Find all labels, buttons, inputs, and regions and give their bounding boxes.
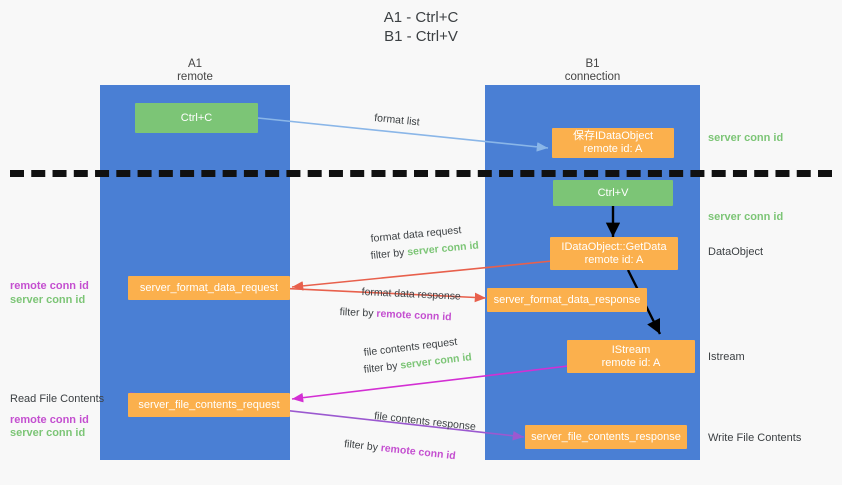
right-label-write-file-contents: Write File Contents [708, 432, 802, 444]
node-istream-line1: IStream [611, 343, 651, 356]
node-idataobject-saved-line2: remote id: A [583, 143, 643, 155]
node-getdata-line1: IDataObject::GetData [561, 240, 667, 253]
filter-key-remote-conn-id: remote conn id [380, 442, 457, 463]
node-istream[interactable]: IStream remote id: A [567, 340, 695, 373]
node-idataobject-saved[interactable]: 保存IDataObject remote id: A [552, 128, 674, 158]
node-server-format-data-request[interactable]: server_format_data_request [128, 276, 290, 300]
node-server-file-contents-request[interactable]: server_file_contents_request [128, 393, 290, 417]
node-getdata[interactable]: IDataObject::GetData remote id: A [550, 237, 678, 270]
right-label-istream: Istream [708, 351, 745, 363]
right-label-server-conn-id-1: server conn id [708, 132, 784, 144]
left-label-remote-conn-id-2: remote conn id [10, 414, 89, 426]
node-ctrl-v-label: Ctrl+V [597, 186, 629, 199]
edge-label-file-contents-response-line1: file contents response [373, 409, 477, 434]
left-label-server-conn-id-2: server conn id [10, 427, 86, 439]
edge-label-format-list: format list [373, 111, 421, 129]
right-label-server-conn-id-2: server conn id [708, 211, 784, 223]
edge-label-format-data-response-filter: filter by remote conn id [339, 305, 452, 324]
node-ctrl-v[interactable]: Ctrl+V [553, 180, 673, 206]
node-server-file-contents-response[interactable]: server_file_contents_response [525, 425, 687, 449]
page-title: A1 - Ctrl+C B1 - Ctrl+V [383, 9, 459, 45]
left-label-server-conn-id-1: server conn id [10, 294, 86, 306]
node-ctrl-c[interactable]: Ctrl+C [135, 103, 258, 133]
filter-key-server-conn-id: server conn id [406, 239, 480, 259]
node-server-file-contents-response-label: server_file_contents_response [531, 430, 681, 443]
lane-header-a1: A1 remote [177, 58, 213, 83]
node-getdata-line2: remote id: A [584, 253, 644, 266]
edge-label-file-contents-response-filter: filter by remote conn id [343, 437, 457, 463]
node-server-file-contents-request-label: server_file_contents_request [138, 398, 280, 411]
filter-prefix: filter by [363, 359, 402, 376]
left-label-read-file-contents: Read File Contents [10, 393, 105, 405]
node-server-format-data-response[interactable]: server_format_data_response [487, 288, 647, 312]
node-idataobject-saved-line1: 保存IDataObject [572, 130, 654, 142]
filter-key-remote-conn-id: remote conn id [376, 307, 452, 324]
filter-prefix: filter by [343, 437, 382, 454]
filter-prefix: filter by [370, 246, 408, 262]
node-ctrl-c-label: Ctrl+C [180, 111, 213, 124]
node-istream-line2: remote id: A [601, 356, 661, 369]
node-server-format-data-response-label: server_format_data_response [493, 293, 641, 306]
edge-label-format-data-response-line1: format data response [361, 285, 462, 303]
lane-header-b1: B1 connection [564, 58, 621, 83]
filter-prefix: filter by [339, 305, 377, 320]
node-server-format-data-request-label: server_format_data_request [139, 281, 279, 294]
phase-divider [10, 170, 832, 177]
right-label-dataobject: DataObject [708, 246, 764, 258]
left-label-remote-conn-id-1: remote conn id [10, 280, 89, 292]
